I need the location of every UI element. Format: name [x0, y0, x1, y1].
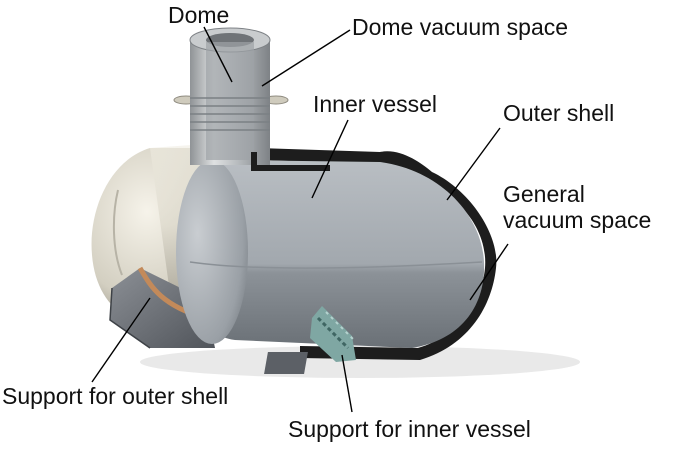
dome-neck — [189, 27, 330, 171]
label-support-inner-vessel: Support for inner vessel — [288, 416, 531, 442]
label-general-vacuum-space-line-2: vacuum space — [503, 207, 652, 233]
inner-vessel — [176, 160, 485, 348]
leader-inner-vessel — [311, 119, 349, 199]
label-general-vacuum-space-line-1: General — [503, 181, 585, 207]
ground-shadow — [140, 346, 580, 378]
inner-vessel-support — [264, 306, 356, 374]
leader-support-outer-shell — [91, 297, 151, 383]
leader-lines — [91, 26, 509, 413]
label-general-vacuum-space: General vacuum space — [503, 181, 651, 233]
label-dome: Dome — [168, 2, 230, 28]
leader-support-inner-vessel — [341, 354, 353, 413]
leader-dome — [203, 26, 233, 83]
leader-outer-shell — [446, 127, 501, 201]
label-outer-shell: Outer shell — [503, 100, 615, 126]
leader-general-vacuum-space — [469, 243, 509, 301]
leader-dome-vacuum-space — [261, 29, 351, 87]
label-support-outer-shell: Support for outer shell — [2, 383, 229, 409]
label-dome-vacuum-space: Dome vacuum space — [352, 14, 569, 40]
label-inner-vessel: Inner vessel — [313, 91, 438, 117]
